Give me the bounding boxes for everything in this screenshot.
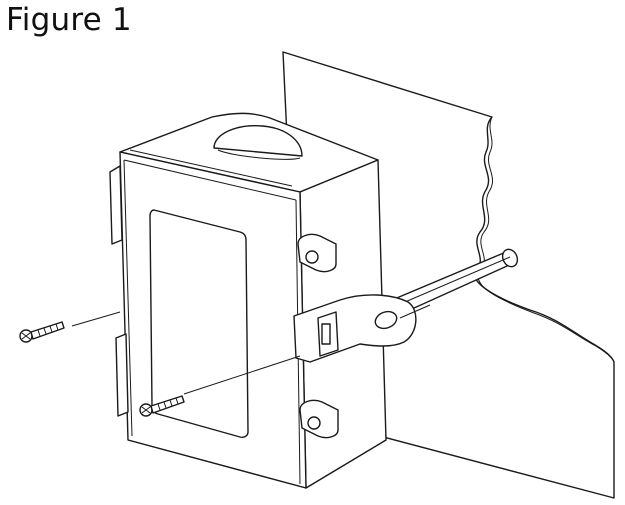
screw-left bbox=[19, 321, 65, 343]
figure-title: Figure 1 bbox=[6, 2, 132, 38]
alignment-lines bbox=[71, 304, 431, 395]
mounting-tab-bottom bbox=[299, 399, 339, 439]
probe-flange bbox=[293, 294, 417, 363]
mounting-tab-top bbox=[297, 233, 337, 273]
screw-front bbox=[139, 395, 185, 417]
